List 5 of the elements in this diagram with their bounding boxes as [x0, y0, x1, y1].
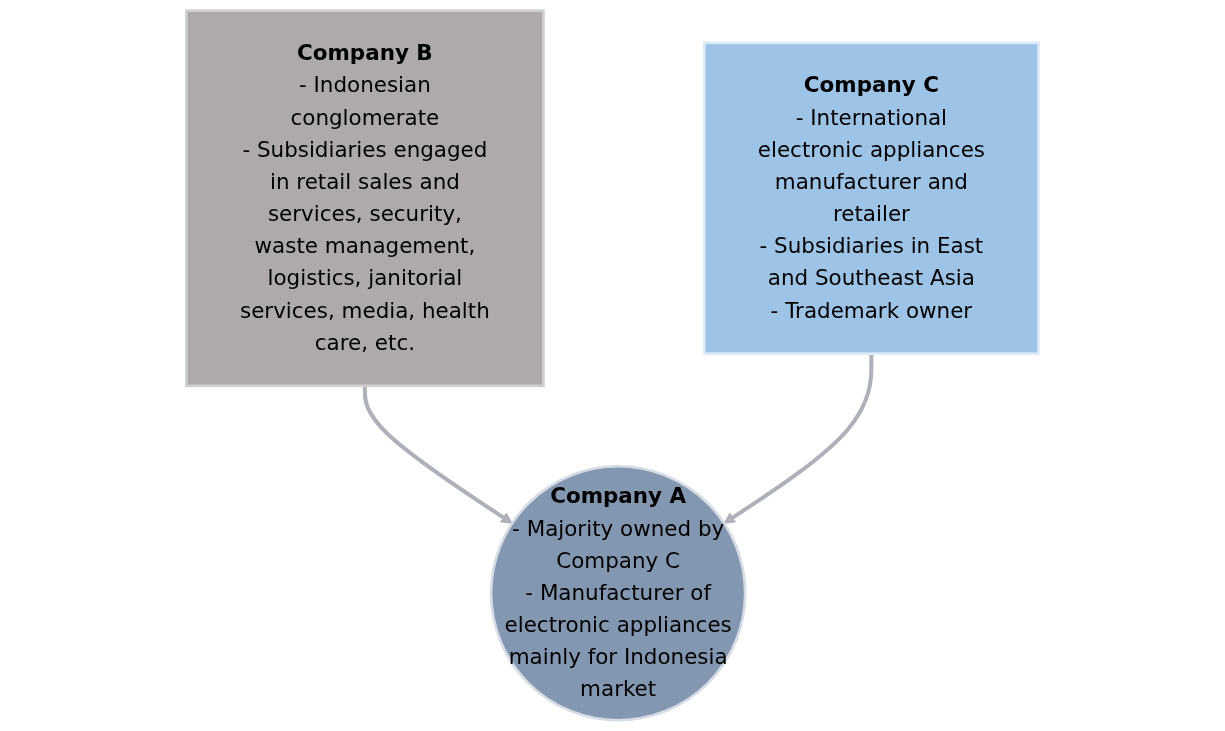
node-circle: Company A - Majority owned by Company C - Manufacturer of electronic appliances mainly for Indonesia market: [489, 464, 747, 722]
arrow: [723, 353, 874, 524]
node-box: Company C - International electronic appliances manufacturer and retailer - Subsidiaries in East and Southeast Asia - Trademark owner: [702, 41, 1040, 356]
arrow: [362, 385, 513, 524]
node-box: Company B - Indonesian conglomerate - Subsidiaries engaged in retail sales and services, security, waste management, logistics, janitorial services, media, health care, etc.: [185, 9, 545, 388]
